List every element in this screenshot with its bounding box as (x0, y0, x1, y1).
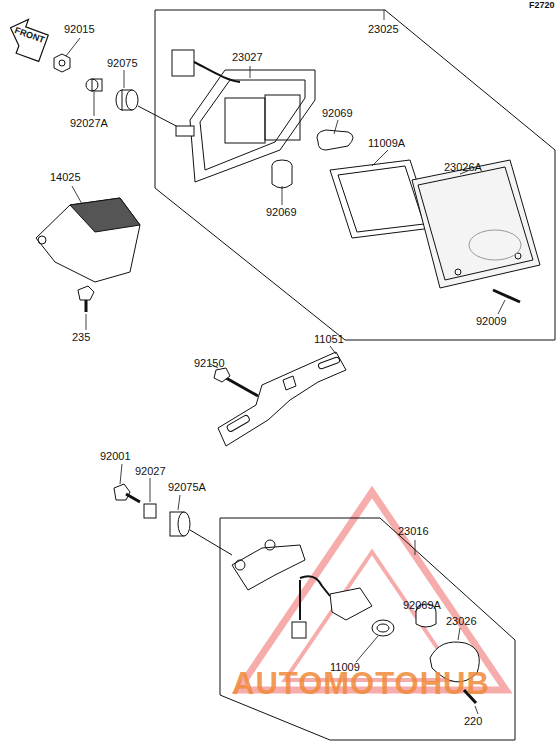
callout-number: 14025 (50, 172, 81, 183)
leader-lines (66, 10, 505, 714)
callout-number: 92069 (322, 108, 353, 119)
callout-number: 92015 (64, 24, 95, 35)
callout-number: 92075 (107, 58, 138, 69)
watermark-logo (238, 492, 506, 690)
group-outline (220, 518, 515, 740)
nut (54, 54, 70, 72)
license-lamp (232, 540, 372, 638)
callout-number: 220 (464, 716, 482, 727)
front-arrow (3, 15, 51, 62)
callout-number: 92027A (70, 118, 108, 129)
cover (36, 198, 140, 282)
callout-number: 23016 (398, 526, 429, 537)
group-outline (155, 10, 555, 340)
watermark: AUTOMOTOHUB (232, 668, 490, 699)
callout-number: 23025 (368, 24, 399, 35)
callout-number: 23026A (444, 162, 482, 173)
callout-number: 11051 (314, 334, 344, 345)
callout-number: 92001 (100, 451, 131, 462)
callout-number: 11009A (368, 138, 405, 149)
callout-number: 92009 (476, 316, 507, 327)
callout-number: 92150 (194, 358, 225, 369)
bracket (218, 352, 346, 446)
callout-number: F2720 (529, 1, 555, 10)
callout-number: 235 (72, 332, 90, 343)
callout-number: 92075A (168, 482, 206, 493)
callout-number: 92069A (403, 600, 441, 611)
lamp-housing (172, 50, 315, 182)
callout-number: 92069 (266, 207, 297, 218)
callout-number: 23026 (446, 616, 477, 627)
callout-number: 23027 (232, 52, 263, 63)
callout-number: 92027 (135, 466, 166, 477)
lens (412, 160, 540, 288)
